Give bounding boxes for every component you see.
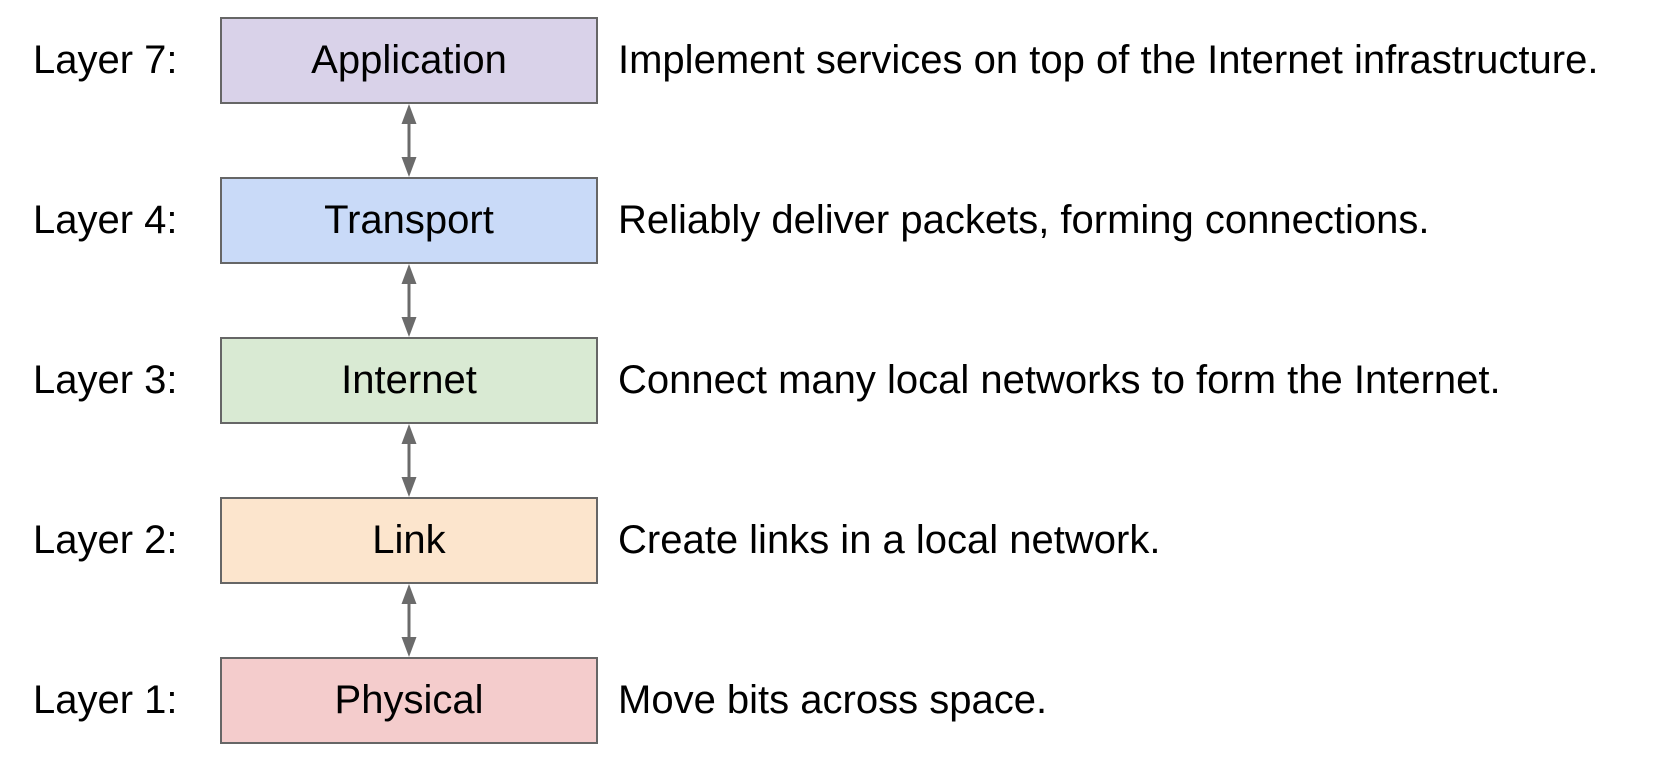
internet-layer-box-label: Internet <box>341 358 477 402</box>
double-arrow-icon <box>398 584 420 657</box>
application-layer-box: Application <box>220 17 598 104</box>
layer-4-label: Layer 4: <box>33 198 178 242</box>
link-layer-box: Link <box>220 497 598 584</box>
physical-layer-description: Move bits across space. <box>618 678 1048 722</box>
double-arrow-icon <box>398 104 420 177</box>
transport-layer-description: Reliably deliver packets, forming connec… <box>618 198 1430 242</box>
layer-7-label: Layer 7: <box>33 38 178 82</box>
internet-layer-description: Connect many local networks to form the … <box>618 358 1501 402</box>
link-layer-box-label: Link <box>372 518 446 562</box>
physical-layer-box-label: Physical <box>334 678 484 722</box>
double-arrow-icon <box>398 264 420 337</box>
application-layer-description: Implement services on top of the Interne… <box>618 38 1599 82</box>
transport-layer-box-label: Transport <box>324 198 494 242</box>
layer-3-label: Layer 3: <box>33 358 178 402</box>
application-layer-box-label: Application <box>311 38 507 82</box>
link-layer-description: Create links in a local network. <box>618 518 1161 562</box>
layer-2-label: Layer 2: <box>33 518 178 562</box>
internet-layer-box: Internet <box>220 337 598 424</box>
double-arrow-icon <box>398 424 420 497</box>
physical-layer-box: Physical <box>220 657 598 744</box>
transport-layer-box: Transport <box>220 177 598 264</box>
layer-1-label: Layer 1: <box>33 678 178 722</box>
